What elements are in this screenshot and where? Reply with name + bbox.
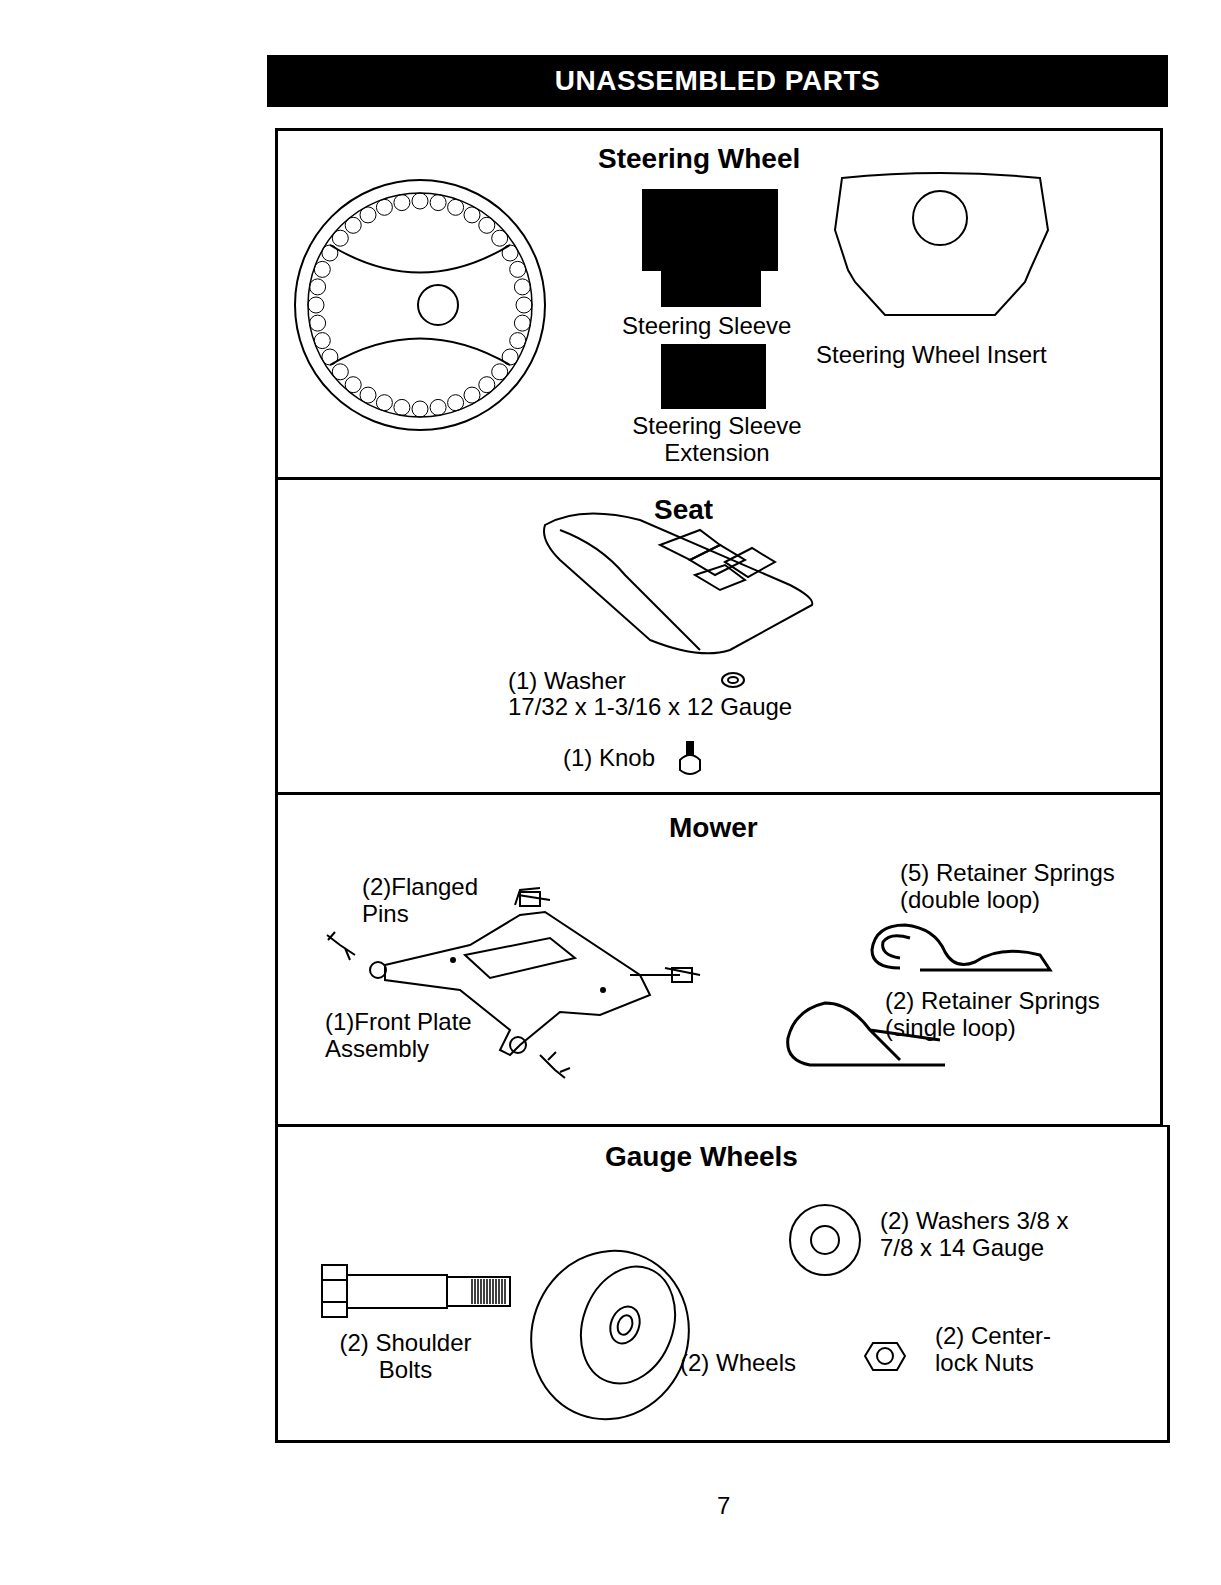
center-lock-nut [865, 1343, 905, 1370]
section-heading: Mower [669, 812, 758, 844]
section-heading: Steering Wheel [598, 143, 800, 175]
part-label: (1) Washer [508, 667, 626, 694]
knob [680, 742, 700, 774]
parts-section: Mower [275, 793, 1163, 1127]
steering-sleeve-extension [662, 345, 765, 408]
section-heading: Seat [654, 494, 713, 526]
part-label: (5) Retainer Springs (double loop) [900, 859, 1145, 913]
part-label: Steering Sleeve [622, 312, 791, 339]
steering-wheel [295, 180, 545, 430]
part-label: Steering Wheel Insert [816, 341, 1047, 368]
steering-wheel-insert [835, 173, 1048, 315]
part-label: 17/32 x 1-3/16 x 12 Gauge [508, 693, 792, 720]
part-label: (2) Washers 3/8 x 7/8 x 14 Gauge [880, 1207, 1105, 1261]
title-band: UNASSEMBLED PARTS [267, 55, 1168, 107]
parts-section: Seat [275, 478, 1163, 795]
retainer-spring-double [872, 925, 1050, 970]
part-label: (1) Knob [563, 744, 655, 771]
shoulder-bolt [322, 1265, 510, 1317]
part-label: (2) Center- lock Nuts [935, 1322, 1085, 1376]
part-label: (2)Flanged Pins [362, 873, 497, 927]
part-label: (2) Shoulder Bolts [318, 1329, 493, 1383]
part-label: (2) Wheels [680, 1349, 796, 1376]
part-label: (2) Retainer Springs (single loop) [885, 987, 1130, 1041]
washer-large [790, 1205, 860, 1275]
page-number: 7 [717, 1492, 730, 1519]
parts-section: Gauge Wheels [275, 1125, 1170, 1443]
gauge-wheel [508, 1228, 713, 1441]
part-label: Steering Sleeve Extension [617, 412, 817, 466]
part-label: (1)Front Plate Assembly [325, 1008, 500, 1062]
seat [544, 514, 812, 654]
washer [722, 673, 744, 687]
section-heading: Gauge Wheels [605, 1141, 798, 1173]
steering-sleeve [643, 190, 777, 270]
